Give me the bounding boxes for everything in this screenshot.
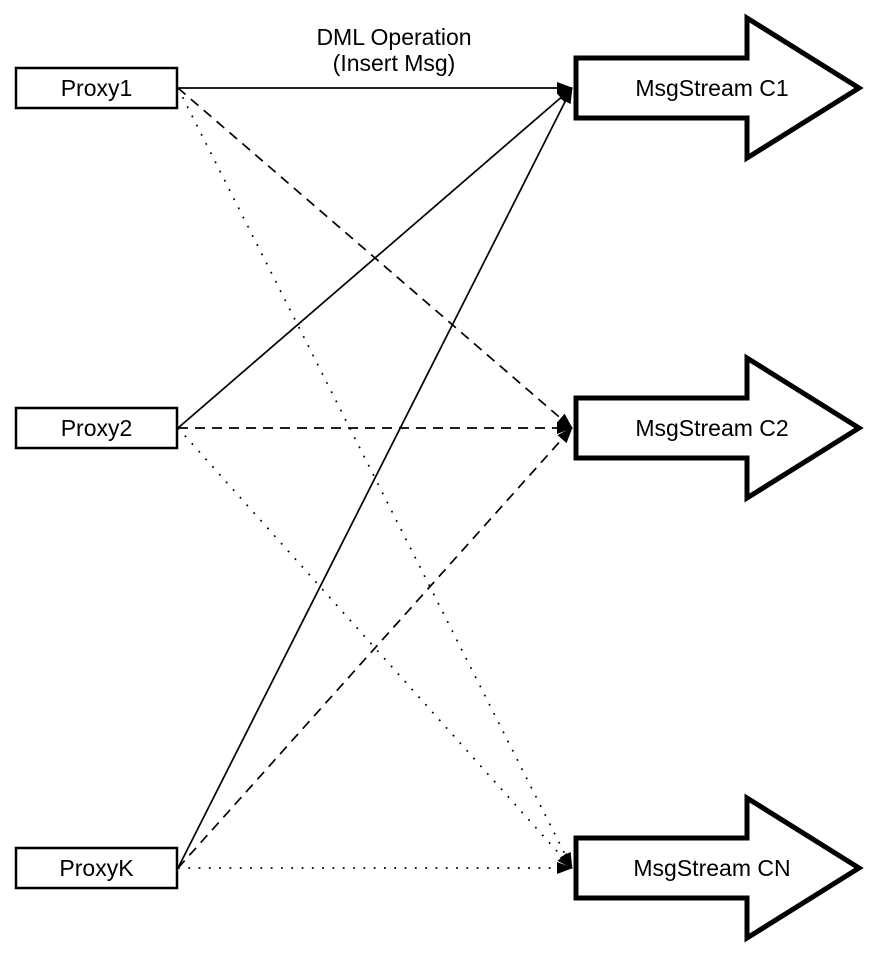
edge-proxy2-to-c1-solid [177, 87, 573, 429]
proxy-box-proxy1 [14, 66, 179, 110]
proxy-label-proxyK: ProxyK [59, 855, 134, 881]
proxy-box-proxyK [14, 846, 179, 890]
stream-node-cn: MsgStream CN [573, 793, 864, 943]
proxy-node-proxyK: ProxyK [14, 846, 179, 890]
stream-node-c1: MsgStream C1 [573, 13, 864, 163]
diagram-title-line2: (Insert Msg) [333, 50, 456, 76]
proxy-label-proxy1: Proxy1 [61, 75, 133, 101]
edge-proxy1-to-cn-dotted [177, 87, 573, 869]
proxy-label-proxy2: Proxy2 [61, 415, 133, 441]
edge-proxyK-to-c1-solid [177, 87, 573, 869]
stream-arrow-shape-c2 [573, 353, 864, 503]
stream-label-c1: MsgStream C1 [635, 75, 788, 101]
proxy-node-proxy2: Proxy2 [14, 406, 179, 450]
stream-arrow-shape-cn [573, 793, 864, 943]
stream-label-c2: MsgStream C2 [635, 415, 788, 441]
diagram-title-line1: DML Operation [316, 24, 471, 50]
edge-proxyK-to-c2-dashed [177, 427, 573, 869]
proxy-box-proxy2 [14, 406, 179, 450]
proxy-node-proxy1: Proxy1 [14, 66, 179, 110]
stream-arrow-shape-c1 [573, 13, 864, 163]
stream-node-c2: MsgStream C2 [573, 353, 864, 503]
stream-label-cn: MsgStream CN [633, 855, 790, 881]
